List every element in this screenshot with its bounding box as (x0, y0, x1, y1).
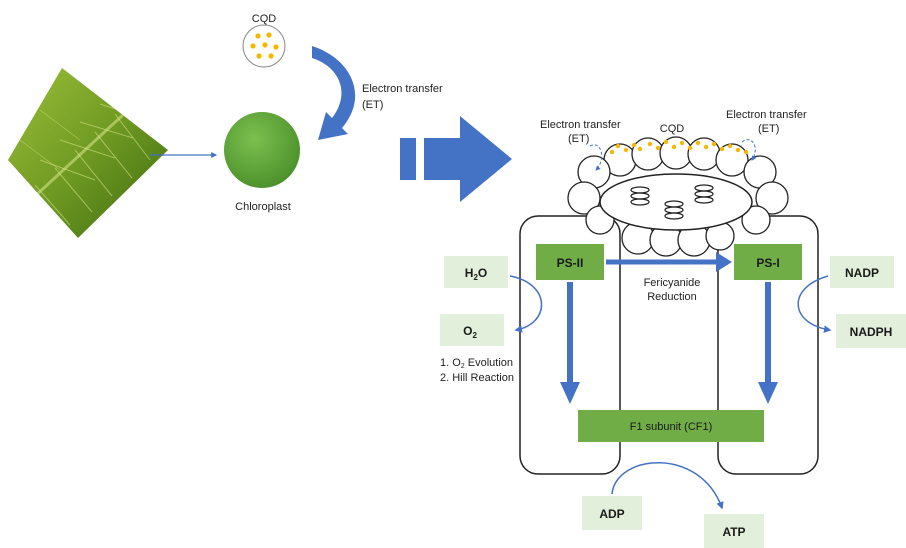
fericyanide-line2: Reduction (647, 291, 697, 303)
cqd-dots (250, 32, 279, 59)
f1-subunit-label: F1 subunit (CF1) (630, 421, 713, 433)
h2o-to-o2-arrow (509, 275, 543, 333)
chloroplast-label: Chloroplast (235, 201, 291, 213)
et-curved-arrow (312, 46, 356, 140)
big-right-arrow (400, 116, 512, 202)
ps1-label: PS-I (756, 256, 779, 270)
h2o-box (444, 256, 508, 288)
nadph-label: NADPH (850, 325, 893, 339)
f1-subunit-box (578, 410, 764, 442)
ps2-down-arrow-head (560, 382, 580, 404)
nadp-box (830, 256, 894, 288)
et-left-line2: (ET) (568, 133, 589, 145)
list-item-2: 2. Hill Reaction (440, 372, 514, 384)
nadp-label: NADP (845, 266, 879, 280)
granum-circle-cluster (567, 136, 789, 257)
atp-label: ATP (722, 525, 745, 539)
h2o-label: H2O (465, 266, 487, 282)
cqd-top-label: CQD (252, 13, 277, 25)
adp-box (582, 496, 642, 530)
adp-to-atp-arrow (611, 462, 724, 510)
thylakoid-coils (630, 184, 714, 220)
cqd-granum-label: CQD (660, 123, 685, 135)
ps1-down-arrow-head (758, 382, 778, 404)
et-right-line1: Electron transfer (726, 109, 807, 121)
ps1-box (734, 244, 802, 280)
list-item-1: 1. O2 Evolution (440, 357, 513, 370)
granum-cqd-dots (609, 139, 749, 155)
ps2-box (536, 244, 604, 280)
o2-box (440, 314, 504, 346)
et-top-line2: (ET) (362, 99, 383, 111)
et-top-line1: Electron transfer (362, 83, 443, 95)
nadp-to-nadph-arrow (797, 275, 832, 333)
leaf-image (8, 68, 168, 238)
o2-label: O2 (463, 324, 477, 340)
granum-ellipse (599, 173, 753, 231)
ps2-label: PS-II (557, 256, 584, 270)
chloroplast-circle (224, 112, 300, 188)
et-right-line2: (ET) (758, 123, 779, 135)
atp-box (704, 514, 764, 548)
fericyanide-line1: Fericyanide (644, 277, 701, 289)
et-left-dashed-arrow (589, 144, 603, 171)
et-left-line1: Electron transfer (540, 119, 621, 131)
adp-label: ADP (599, 507, 624, 521)
ps2-to-ps1-arrow-head (716, 252, 732, 272)
nadph-box (836, 314, 906, 348)
et-right-dashed-arrow (741, 139, 757, 161)
